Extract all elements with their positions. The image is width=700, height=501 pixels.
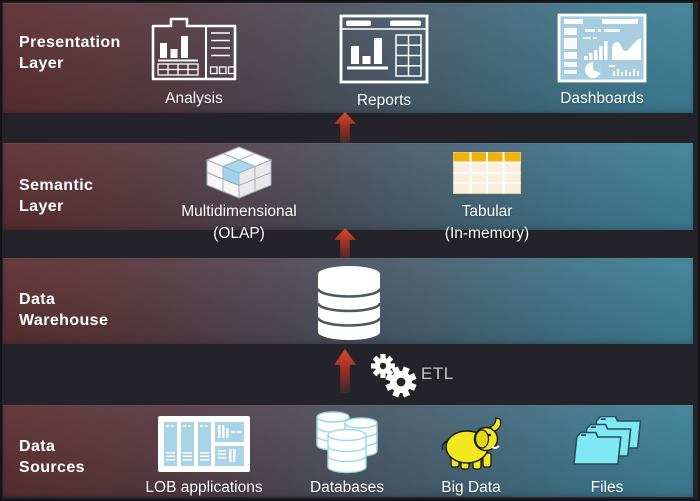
databases-label: Databases xyxy=(309,479,385,496)
analysis-window-icon xyxy=(151,17,237,81)
etl-label: ETL xyxy=(421,364,454,383)
warehouse-title-line1: Data xyxy=(19,291,56,308)
reports-item: Reports xyxy=(324,14,444,112)
dashboards-item: Dashboards xyxy=(542,13,662,110)
database-cylinder-icon xyxy=(317,266,381,340)
files-item: Files xyxy=(545,416,669,499)
presentation-title-line1: Presentation xyxy=(19,34,121,51)
files-folders-icon xyxy=(573,416,642,465)
presentation-layer-title: Presentation Layer xyxy=(19,32,121,74)
tabular-label: Tabular xyxy=(461,203,513,220)
analysis-label: Analysis xyxy=(165,90,223,107)
semantic-layer-band: Semantic Layer xyxy=(3,143,693,230)
arrow-sources-to-warehouse xyxy=(334,349,356,393)
lob-applications-icon xyxy=(158,416,250,472)
gears-icon xyxy=(371,354,417,398)
multidimensional-item: Multidimensional (OLAP) xyxy=(174,145,304,245)
data-sources-title: Data Sources xyxy=(19,436,85,478)
reports-label: Reports xyxy=(356,92,412,109)
presentation-title-line2: Layer xyxy=(19,55,64,72)
semantic-title-line1: Semantic xyxy=(19,177,94,194)
databases-stack-icon xyxy=(316,411,378,474)
sources-title-line1: Data xyxy=(19,438,56,455)
warehouse-title-line2: Warehouse xyxy=(19,312,109,329)
hadoop-elephant-icon xyxy=(441,417,502,470)
reports-window-icon xyxy=(339,14,429,84)
tabular-table-icon xyxy=(453,152,521,194)
dashboards-window-icon xyxy=(557,13,647,83)
semantic-title-line2: Layer xyxy=(19,198,64,215)
files-label: Files xyxy=(590,479,624,496)
arrow-warehouse-to-semantic xyxy=(334,228,356,261)
olap-sublabel: (OLAP) xyxy=(213,225,265,242)
dashboards-label: Dashboards xyxy=(560,90,644,107)
inmemory-sublabel: (In-memory) xyxy=(444,225,530,242)
olap-cube-icon xyxy=(205,146,273,199)
big-data-label: Big Data xyxy=(441,479,501,496)
analysis-item: Analysis xyxy=(134,16,254,110)
big-data-item: Big Data xyxy=(411,417,531,499)
databases-item: Databases xyxy=(287,410,407,499)
lob-applications-item: LOB applications xyxy=(144,416,264,499)
tabular-item: Tabular (In-memory) xyxy=(422,152,552,245)
semantic-layer-title: Semantic Layer xyxy=(19,175,93,217)
sources-title-line2: Sources xyxy=(19,459,85,476)
data-warehouse-title: Data Warehouse xyxy=(19,289,108,331)
warehouse-database-item xyxy=(317,265,381,341)
lob-applications-label: LOB applications xyxy=(145,479,263,496)
multidimensional-label: Multidimensional xyxy=(181,203,297,220)
arrow-semantic-to-presentation xyxy=(334,112,356,145)
